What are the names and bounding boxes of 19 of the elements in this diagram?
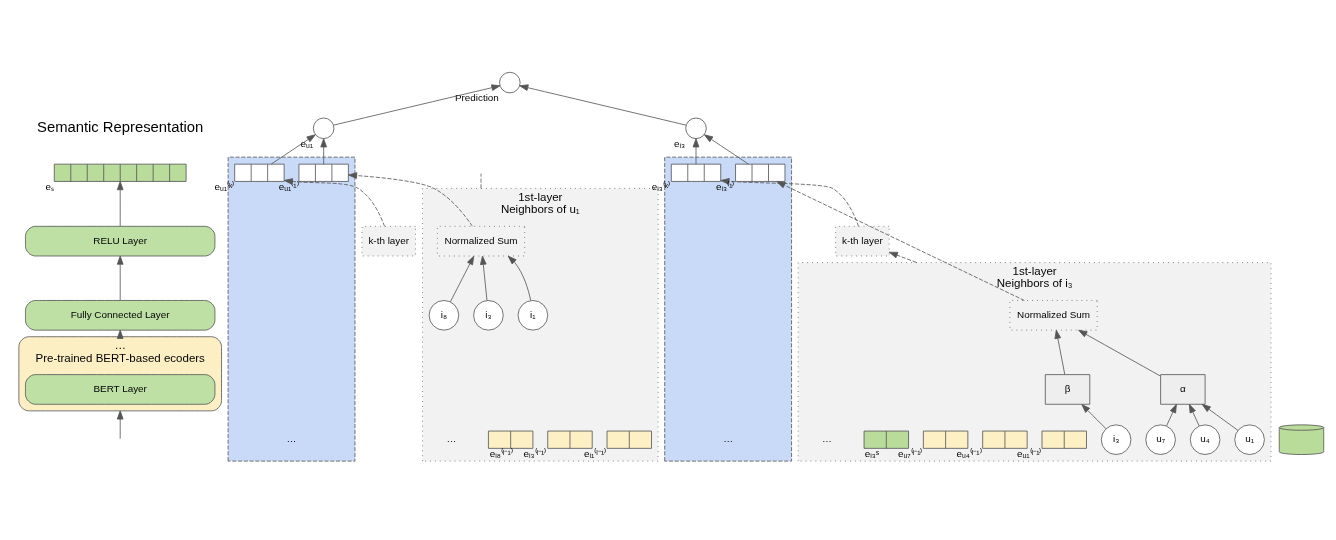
- node-label: eₛ: [45, 180, 55, 192]
- node-label: eᵢ₃⁽ˡ⁻¹⁾: [523, 447, 547, 459]
- node-label: eᵢ₃ˢ: [864, 447, 880, 459]
- label: …: [822, 433, 832, 445]
- node-label: eᵢ₃⁽¹⁾: [716, 180, 735, 192]
- node-label: eᵤ₁⁽¹⁾: [278, 180, 299, 192]
- node-label: Prediction: [454, 91, 499, 103]
- node-label: eᵤ₁⁽ˡ⁻¹⁾: [1017, 447, 1042, 459]
- label: Semantic Representation: [37, 118, 204, 135]
- node-label: eᵤ₁⁽ᵏ⁾: [214, 180, 235, 192]
- label: …: [723, 433, 734, 445]
- node-label: eᵤ₇⁽ˡ⁻¹⁾: [897, 447, 923, 459]
- node-label: eᵤ₁: [300, 137, 314, 149]
- node-label: eᵤ₄⁽ˡ⁻¹⁾: [956, 447, 982, 459]
- label: …: [446, 433, 457, 445]
- node-label: eᵢ₃: [673, 137, 686, 149]
- node-label: eᵢ₈⁽ˡ⁻¹⁾: [489, 447, 513, 459]
- label: …: [286, 433, 297, 445]
- node-label: eᵢ₁⁽ˡ⁻¹⁾: [583, 447, 607, 459]
